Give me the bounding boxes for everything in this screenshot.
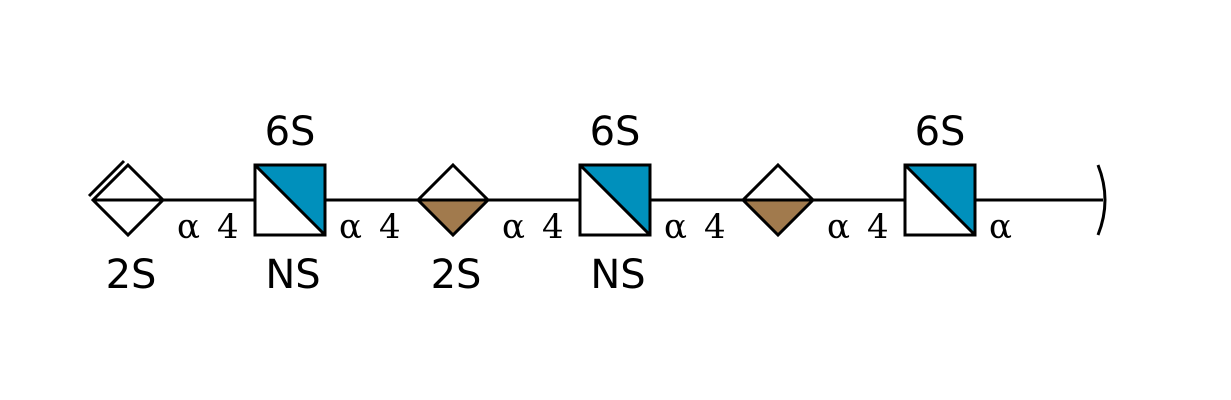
linkage-position: 4 xyxy=(379,207,401,247)
residue-label-above: 6S xyxy=(590,109,641,155)
idoa-diamond xyxy=(415,162,491,238)
square-outline xyxy=(253,163,327,237)
diamond-outline xyxy=(90,162,166,238)
square-diagonal xyxy=(903,163,977,237)
diamond-filled-half xyxy=(743,200,813,235)
linkage-anomer: α xyxy=(502,207,525,247)
reducing-end-bracket xyxy=(1096,164,1107,236)
unsaturated-uronic-acid-diamond xyxy=(87,159,166,238)
linkage-position: 4 xyxy=(867,207,889,247)
diamond-filled-half xyxy=(418,200,488,235)
square-diagonal xyxy=(253,163,327,237)
linkage-anomer: α xyxy=(177,207,200,247)
linkage-anomer: α xyxy=(339,207,362,247)
linkage-position: 4 xyxy=(542,207,564,247)
idoa-diamond xyxy=(740,162,816,238)
square-diagonal xyxy=(578,163,652,237)
residue-label-below: 2S xyxy=(431,252,482,298)
square-outline xyxy=(903,163,977,237)
linkage-anomer: α xyxy=(827,207,850,247)
residue-label-below: NS xyxy=(590,252,645,298)
unsaturation-line xyxy=(87,159,126,198)
linkage-anomer: α xyxy=(664,207,687,247)
residue-label-below: 2S xyxy=(106,252,157,298)
residue-label-above: 6S xyxy=(915,109,966,155)
linkage-position: 4 xyxy=(217,207,239,247)
residues xyxy=(87,159,977,238)
residue-label-below: NS xyxy=(265,252,320,298)
residue-label-above: 6S xyxy=(265,109,316,155)
glcn-square xyxy=(253,163,327,237)
diamond-outline xyxy=(415,162,491,238)
diamond-outline xyxy=(740,162,816,238)
linkage-position: 4 xyxy=(704,207,726,247)
reducing-end-anomer: α xyxy=(989,207,1012,247)
glcn-square xyxy=(903,163,977,237)
glcn-square xyxy=(578,163,652,237)
square-outline xyxy=(578,163,652,237)
